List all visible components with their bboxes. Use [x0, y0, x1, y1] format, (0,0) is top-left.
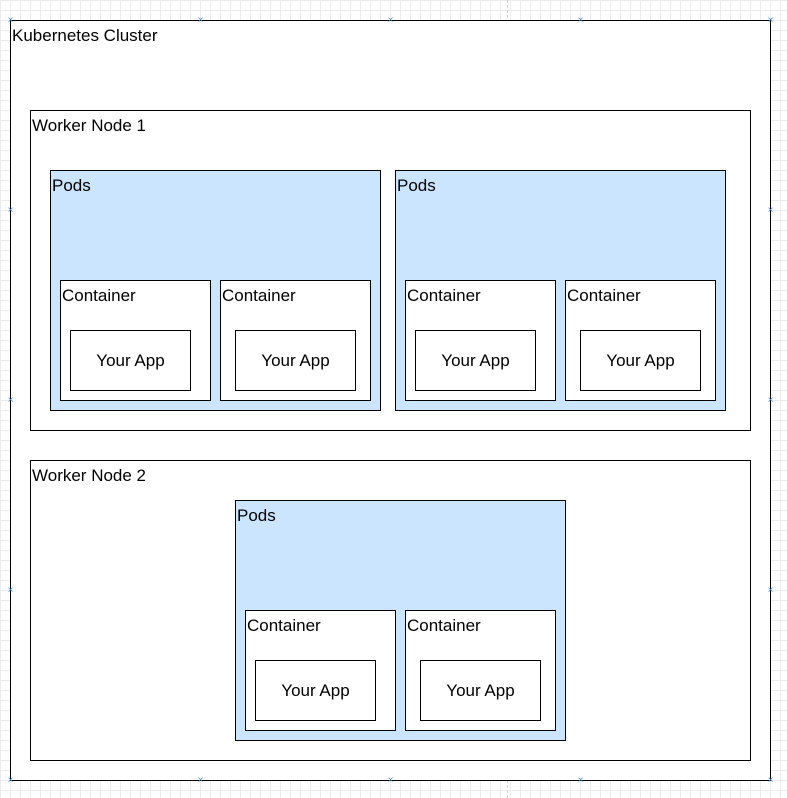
container-label: Container	[62, 286, 136, 305]
node-1-pod-1-app-2[interactable]: Your App	[235, 330, 356, 391]
app-label: Your App	[261, 351, 330, 370]
resize-handle-icon[interactable]: ×	[197, 775, 204, 786]
node-2-pod-1-label: Pods	[237, 506, 276, 525]
resize-handle-icon[interactable]: ×	[577, 775, 584, 786]
node-1-pod-1-label: Pods	[52, 176, 91, 195]
resize-handle-icon[interactable]: ×	[7, 15, 14, 26]
app-label: Your App	[96, 351, 165, 370]
node-1-pod-2-label: Pods	[397, 176, 436, 195]
resize-handle-icon[interactable]: ×	[387, 775, 394, 786]
worker-node-1-label: Worker Node 1	[32, 116, 147, 135]
container-label: Container	[222, 286, 296, 305]
resize-handle-icon[interactable]: ×	[767, 205, 774, 216]
resize-handle-icon[interactable]: ×	[7, 585, 14, 596]
resize-handle-icon[interactable]: ×	[7, 775, 14, 786]
resize-handle-icon[interactable]: ×	[767, 775, 774, 786]
resize-handle-icon[interactable]: ×	[767, 395, 774, 406]
resize-handle-icon[interactable]: ×	[767, 585, 774, 596]
app-label: Your App	[606, 351, 675, 370]
app-label: Your App	[441, 351, 510, 370]
resize-handle-icon[interactable]: ×	[7, 205, 14, 216]
node-1-pod-2-app-1[interactable]: Your App	[415, 330, 536, 391]
cluster-label: Kubernetes Cluster	[12, 26, 158, 45]
node-1-pod-2-app-2[interactable]: Your App	[580, 330, 701, 391]
worker-node-2-label: Worker Node 2	[32, 466, 147, 485]
node-2-pod-1-app-1[interactable]: Your App	[255, 660, 376, 721]
container-label: Container	[407, 286, 481, 305]
container-label: Container	[567, 286, 641, 305]
container-label: Container	[407, 616, 481, 635]
app-label: Your App	[281, 681, 350, 700]
resize-handle-icon[interactable]: ×	[387, 15, 394, 26]
resize-handle-icon[interactable]: ×	[767, 15, 774, 26]
app-label: Your App	[446, 681, 515, 700]
container-label: Container	[247, 616, 321, 635]
node-1-pod-1-app-1[interactable]: Your App	[70, 330, 191, 391]
resize-handle-icon[interactable]: ×	[7, 395, 14, 406]
resize-handle-icon[interactable]: ×	[197, 15, 204, 26]
resize-handle-icon[interactable]: ×	[577, 15, 584, 26]
node-2-pod-1-app-2[interactable]: Your App	[420, 660, 541, 721]
